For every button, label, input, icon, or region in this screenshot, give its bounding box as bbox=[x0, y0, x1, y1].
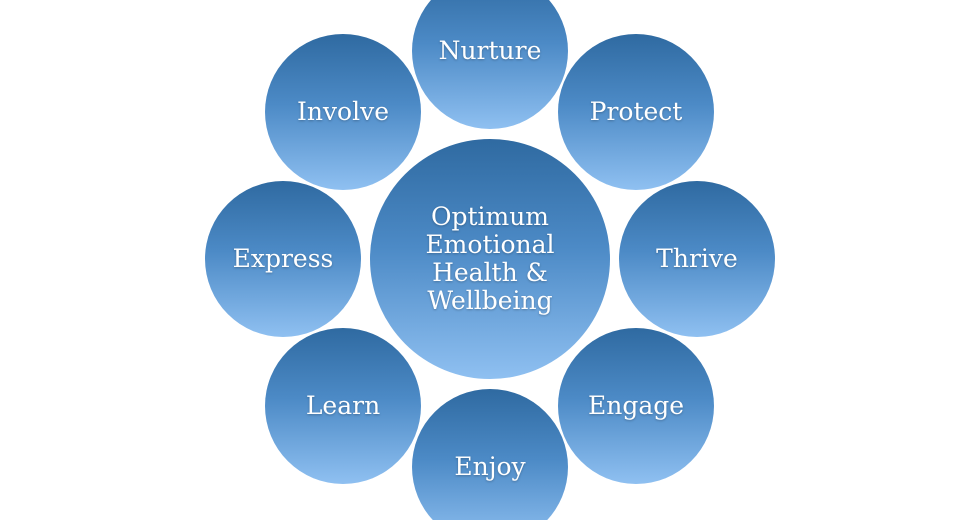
bubble-label-engage: Engage bbox=[587, 390, 685, 420]
bubble-express: Express bbox=[205, 181, 361, 337]
bubble-label-learn: Learn bbox=[305, 390, 381, 420]
bubble-label-express: Express bbox=[232, 243, 334, 273]
bubble-label-enjoy: Enjoy bbox=[454, 451, 526, 481]
bubble-engage: Engage bbox=[558, 328, 714, 484]
bubble-label-involve: Involve bbox=[296, 96, 390, 126]
bubble-label-protect: Protect bbox=[589, 96, 683, 126]
bubble-center: Optimum Emotional Health & Wellbeing bbox=[370, 139, 610, 379]
bubble-label-nurture: Nurture bbox=[438, 35, 542, 65]
bubble-thrive: Thrive bbox=[619, 181, 775, 337]
bubble-label-thrive: Thrive bbox=[656, 243, 738, 273]
bubble-enjoy: Enjoy bbox=[412, 389, 568, 520]
bubble-protect: Protect bbox=[558, 34, 714, 190]
bubble-nurture: Nurture bbox=[412, 0, 568, 129]
bubble-learn: Learn bbox=[265, 328, 421, 484]
bubble-involve: Involve bbox=[265, 34, 421, 190]
bubble-label-center: Optimum Emotional Health & Wellbeing bbox=[425, 202, 555, 315]
